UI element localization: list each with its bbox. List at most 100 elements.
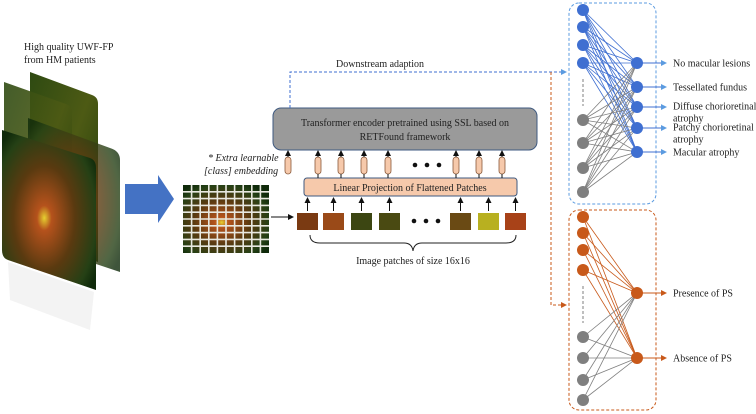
connection <box>582 62 638 108</box>
input-node <box>577 211 589 223</box>
connection <box>582 9 638 88</box>
input-node <box>577 57 589 69</box>
downstream-orange-line <box>550 72 567 308</box>
input-node <box>577 4 589 16</box>
class-embedding-label-line2: [class] embedding <box>204 166 278 177</box>
ellipsis-dot <box>423 218 429 224</box>
encoder-label-line1: Transformer encoder pretrained using SSL… <box>301 118 509 129</box>
ps_outputs-label: Presence of PS <box>673 289 733 300</box>
patches-brace <box>309 234 517 252</box>
connection <box>582 232 638 294</box>
fundus-image-stack <box>2 72 120 330</box>
macular-head-box <box>568 2 657 205</box>
embedding-token <box>475 156 483 175</box>
input-node <box>577 374 589 386</box>
connection <box>582 44 638 129</box>
ps-network <box>577 211 667 406</box>
input-node <box>577 352 589 364</box>
connection <box>582 106 638 169</box>
input-caption-line1: High quality UWF-FP <box>24 42 114 53</box>
connection <box>582 9 638 64</box>
connection <box>582 26 638 153</box>
connection <box>582 106 638 121</box>
connection <box>582 62 638 169</box>
ellipsis-dot <box>436 162 442 168</box>
output-node <box>631 122 643 134</box>
macular_outputs-label: atrophy <box>673 135 704 146</box>
connection <box>582 9 638 108</box>
class-token <box>284 156 292 175</box>
class-embedding-label-line1: * Extra learnable <box>208 153 279 164</box>
patches-label: Image patches of size 16x16 <box>356 256 470 267</box>
connection <box>582 119 638 153</box>
encoder-label-line2: RETFound framework <box>360 132 451 143</box>
output-node <box>631 352 643 364</box>
output-node <box>631 146 643 158</box>
connection <box>582 9 638 129</box>
ellipsis-dot <box>424 162 430 168</box>
connection <box>582 26 638 129</box>
input-node <box>577 331 589 343</box>
ellipsis-dot <box>435 218 441 224</box>
connection <box>582 86 638 193</box>
embedding-token <box>384 156 392 175</box>
output-node <box>631 57 643 69</box>
input-node <box>577 114 589 126</box>
connection <box>582 106 638 144</box>
image-patch <box>450 213 471 230</box>
embedding-token <box>452 156 460 175</box>
input-node <box>577 137 589 149</box>
connection <box>582 9 638 153</box>
ps-head-box <box>568 209 657 411</box>
input-node <box>577 227 589 239</box>
blue-arrow-icon <box>125 175 174 223</box>
connection <box>582 119 638 129</box>
image-patch <box>505 213 526 230</box>
linear-projection-box <box>303 177 518 197</box>
embedding-token <box>337 156 345 175</box>
macular-network <box>577 4 667 198</box>
connection <box>582 249 638 359</box>
input-node <box>577 394 589 406</box>
connection <box>582 357 638 401</box>
connection <box>582 249 638 294</box>
ellipsis-dot <box>411 218 417 224</box>
connection <box>582 216 638 294</box>
image-patch <box>297 213 318 230</box>
connection <box>582 292 638 381</box>
embedding-token <box>498 156 506 175</box>
input-node <box>577 244 589 256</box>
projection-label: Linear Projection of Flattened Patches <box>333 183 486 194</box>
patch-grid-image <box>183 185 294 253</box>
macular_outputs-label: Tessellated fundus <box>673 83 747 94</box>
embedding-token <box>360 156 368 175</box>
connection <box>582 357 638 381</box>
ps_outputs-label: Absence of PS <box>673 354 732 365</box>
connection <box>582 106 638 193</box>
macular_outputs-label: atrophy <box>673 114 704 125</box>
connection <box>582 62 638 144</box>
ellipsis-dot <box>412 162 418 168</box>
connection <box>582 269 638 294</box>
image-patch <box>351 213 372 230</box>
output-node <box>631 287 643 299</box>
downstream-label: Downstream adaption <box>336 59 424 70</box>
connection <box>582 44 638 64</box>
input-node <box>577 186 589 198</box>
embedding-token <box>314 156 322 175</box>
downstream-blue-line <box>289 69 567 108</box>
input-caption-line2: from HM patients <box>24 55 96 66</box>
output-node <box>631 81 643 93</box>
connection <box>582 127 638 144</box>
macular_outputs-label: Diffuse chorioretinal <box>673 102 756 113</box>
connection <box>582 127 638 193</box>
input-node <box>577 264 589 276</box>
image-patch <box>323 213 344 230</box>
output-node <box>631 101 643 113</box>
image-patch <box>379 213 400 230</box>
input-node <box>577 39 589 51</box>
input-node <box>577 21 589 33</box>
connection <box>582 142 638 153</box>
connection <box>582 292 638 338</box>
